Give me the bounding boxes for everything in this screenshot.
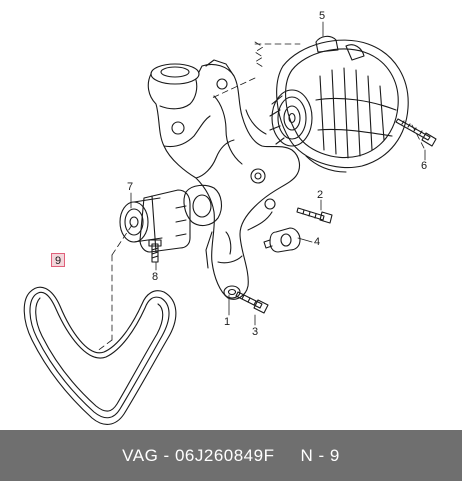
separator-text: - [163,445,170,465]
callout-7: 7 [127,181,134,193]
footer-separator: - [158,446,175,466]
position-label: N - 9 [300,445,340,465]
bolt-8 [148,239,162,263]
callout-2: 2 [317,189,324,201]
part-number-footer: VAG - 06J260849F N - 9 [0,430,462,481]
callout-8: 8 [152,271,159,283]
ribbed-belt [23,286,177,425]
bolt-6 [395,118,437,147]
callout-6: 6 [421,160,428,172]
callout-1: 1 [224,316,231,328]
brand-label: VAG [122,445,159,465]
spacer-sleeve-4 [263,227,301,253]
diagram-drawing [23,21,437,425]
bolt-3 [235,291,269,314]
callout-9-highlighted: 9 [51,253,65,267]
part-number: 06J260849F [174,445,275,465]
callout-3: 3 [252,326,259,338]
engine-bracket [147,59,301,300]
bolt-2 [296,207,333,224]
callout-5: 5 [319,10,326,22]
callout-4: 4 [314,236,321,248]
leader-lines [95,21,426,353]
alternator [269,35,409,173]
belt-tensioner [119,189,191,253]
